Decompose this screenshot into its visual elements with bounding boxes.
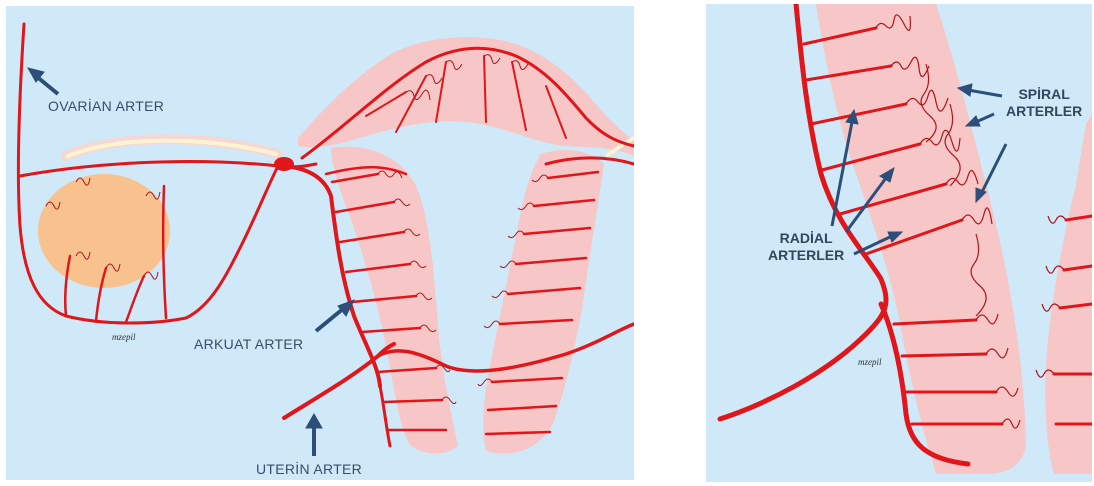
author-signature: mzepil [858, 357, 882, 367]
endometrium-detail-panel: SPİRAL ARTERLER RADİAL ARTERLER mzepil [706, 4, 1092, 482]
author-signature: mzepil [112, 332, 136, 342]
utero-ovarian-branch [20, 161, 316, 176]
spiral-arteries-label: SPİRAL ARTERLER [1006, 86, 1082, 120]
spiral-label-line-2: ARTERLER [1006, 103, 1082, 119]
uterine-artery-label: UTERİN ARTER [256, 461, 362, 477]
spiral-label-line-1: SPİRAL [1018, 86, 1069, 102]
radial-label-line-2: ARTERLER [768, 247, 844, 263]
arcuate-artery-label: ARKUAT ARTER [194, 336, 303, 352]
radial-artery [902, 354, 986, 356]
radial-label-line-1: RADİAL [780, 230, 833, 246]
ovarian-artery-label: OVARİAN ARTER [48, 98, 164, 114]
uterus-overview-diagram [6, 6, 634, 480]
ovarian-artery [18, 24, 278, 323]
opposite-endometrium-tissue [1045, 114, 1092, 474]
radial-arteries-label: RADİAL ARTERLER [768, 230, 844, 264]
uterus-fundus-tissue [298, 37, 634, 156]
uterus-overview-panel: OVARİAN ARTER ARKUAT ARTER UTERİN ARTER … [6, 6, 634, 480]
spiral-artery-detail-diagram [706, 4, 1092, 482]
